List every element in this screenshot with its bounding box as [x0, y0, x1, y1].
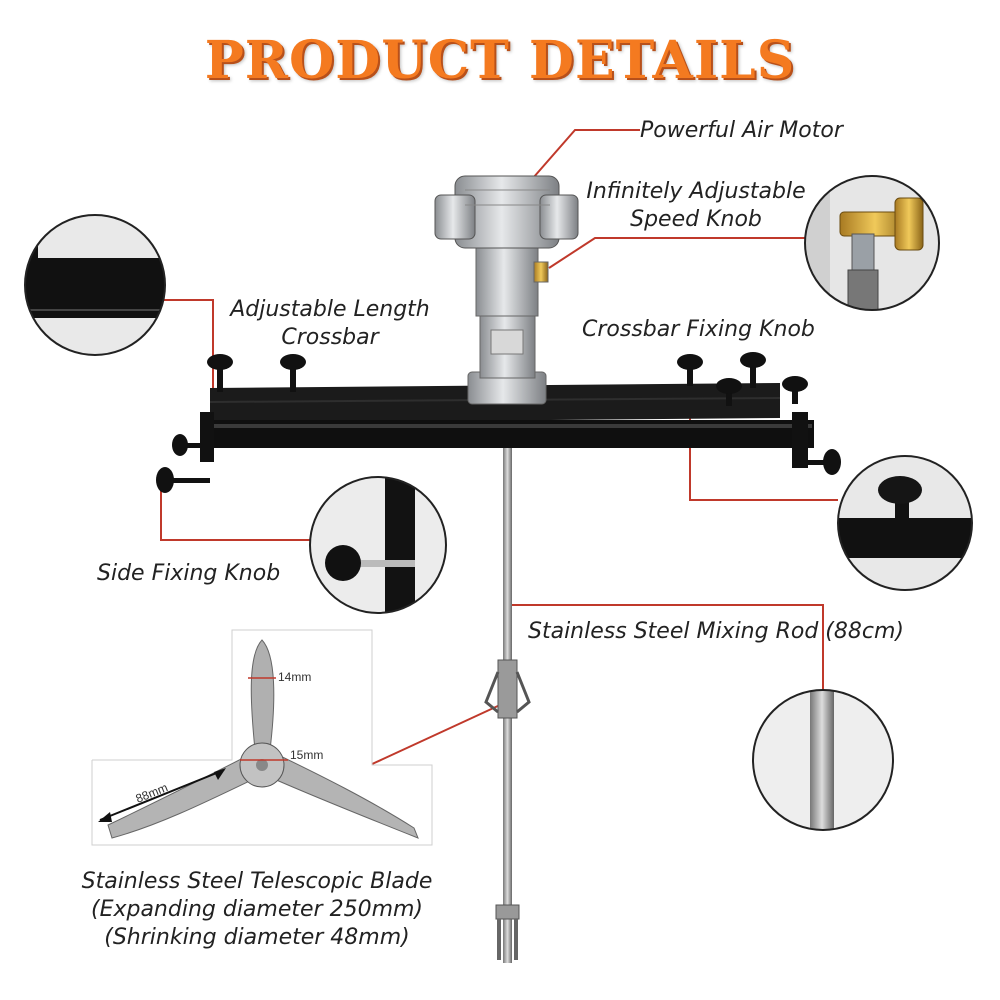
- detail-crossbar-knob: [837, 455, 973, 591]
- label-blade-line2: (Expanding diameter 250mm): [90, 897, 424, 922]
- dimension-hub: 15mm: [290, 748, 324, 762]
- knob-icon: [740, 352, 766, 388]
- air-motor: [434, 175, 579, 405]
- page-title: PRODUCT DETAILS: [204, 30, 796, 91]
- mixing-rod: [484, 418, 531, 963]
- label-crossbar-line2: Crossbar: [281, 325, 379, 350]
- knob-icon: [716, 378, 742, 406]
- knob-icon: [677, 354, 703, 386]
- label-crossbar-fixing-knob: Crossbar Fixing Knob: [582, 317, 815, 342]
- crossbar-knobs: [156, 352, 841, 493]
- knob-icon: [280, 354, 306, 392]
- label-blade-line3: (Shrinking diameter 48mm): [104, 925, 410, 950]
- detail-side-knob: [309, 476, 447, 614]
- label-speed-knob-line1: Infinitely Adjustable: [586, 179, 806, 204]
- label-mixing-rod: Stainless Steel Mixing Rod (88cm): [528, 619, 904, 644]
- label-air-motor: Powerful Air Motor: [640, 118, 843, 143]
- detail-crossbar-end: [24, 214, 166, 356]
- blade-inset: [91, 629, 433, 846]
- label-blade-line1: Stainless Steel Telescopic Blade: [81, 869, 433, 894]
- knob-icon: [782, 376, 808, 404]
- label-crossbar-line1: Adjustable Length: [230, 297, 430, 322]
- dimension-blade-width: 14mm: [278, 670, 312, 684]
- detail-speed-knob: [804, 175, 940, 311]
- detail-mixing-rod: [752, 689, 894, 831]
- side-knob-icon: [156, 467, 210, 493]
- side-knob-icon: [172, 434, 208, 456]
- knob-icon: [207, 354, 233, 392]
- label-speed-knob-line2: Speed Knob: [630, 207, 762, 232]
- label-side-fixing-knob: Side Fixing Knob: [97, 561, 281, 586]
- side-knob-icon: [800, 449, 841, 475]
